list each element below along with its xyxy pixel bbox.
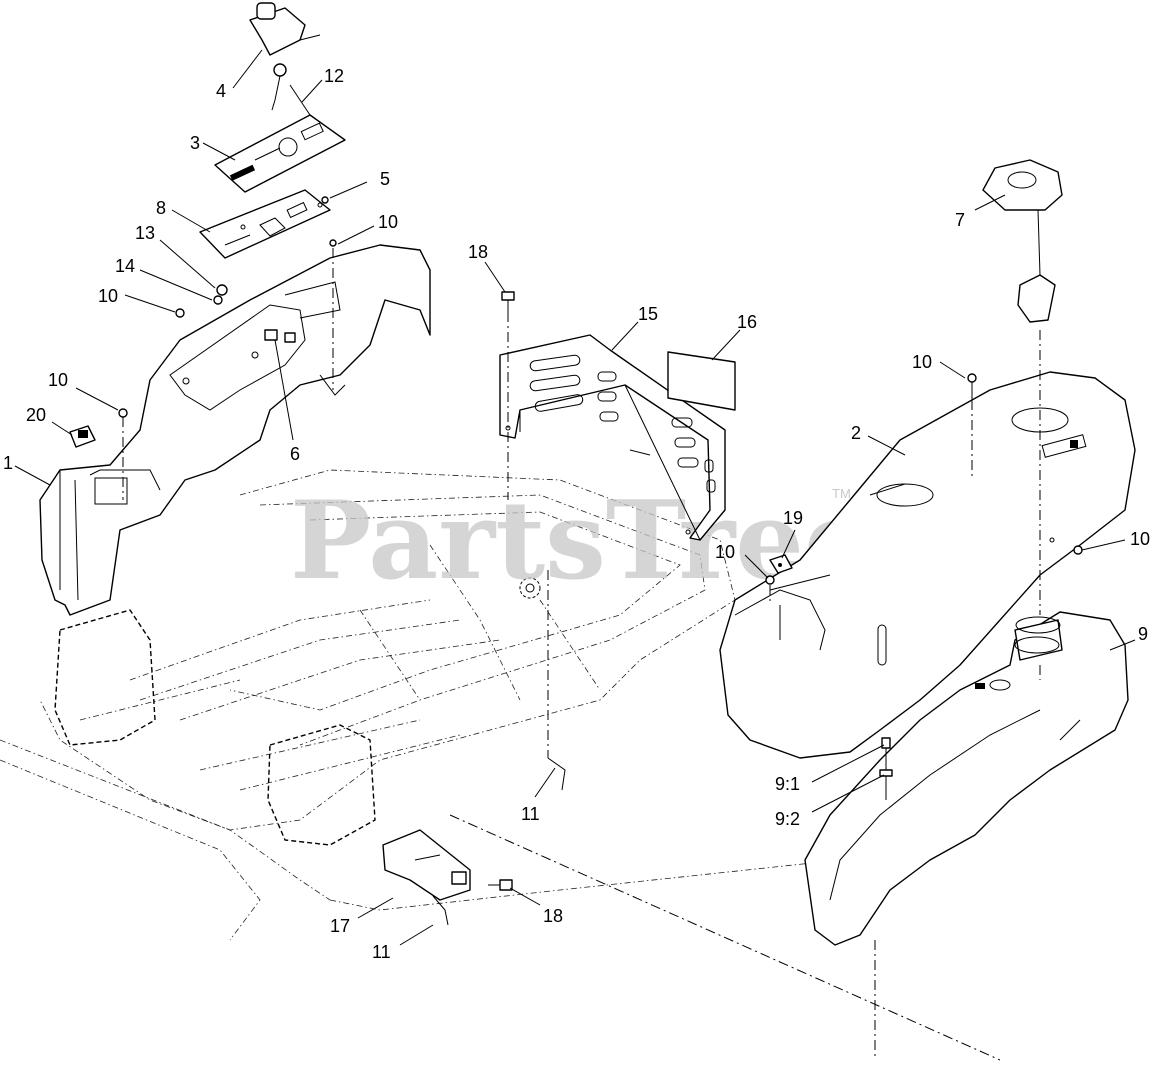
part-2-fender: [719, 371, 1136, 759]
callout-1: 1: [3, 453, 13, 473]
part-20-clip: [69, 425, 96, 448]
callout-12: 12: [324, 66, 344, 86]
assembly-lines: [122, 248, 1041, 1061]
callout-5: 5: [380, 169, 390, 189]
callout-10-center: 10: [715, 542, 735, 562]
part-7-fuel-cap: [982, 159, 1063, 323]
callout-3: 3: [190, 133, 200, 153]
part-8-plate: [199, 189, 331, 259]
part-15-seat-plate: [499, 334, 726, 541]
callout-labels: 4 12 3 5 8 10 13 14 10 10 20 1 6 18 15 1…: [3, 66, 1150, 962]
callout-10-left: 10: [98, 286, 118, 306]
callout-9: 9: [1138, 624, 1148, 644]
callout-6: 6: [290, 444, 300, 464]
callout-2: 2: [851, 423, 861, 443]
part-13-14-fasteners: [213, 284, 228, 305]
callout-13: 13: [135, 223, 155, 243]
part-3-decal: [214, 114, 346, 193]
callout-11-center: 11: [521, 804, 540, 824]
part-18-bolt-top: [501, 291, 515, 312]
part-5-screw: [321, 196, 329, 204]
callout-10-right: 10: [1130, 529, 1150, 549]
callout-17: 17: [330, 916, 350, 936]
callout-20: 20: [26, 405, 46, 425]
callout-9-2: 9:2: [775, 809, 800, 829]
part-12-rod: [289, 84, 311, 116]
part-6-switch: [264, 329, 296, 343]
callout-8: 8: [156, 198, 166, 218]
part-17-bracket: [382, 829, 471, 901]
callout-10-lower-left: 10: [48, 370, 68, 390]
callout-9-1: 9:1: [775, 774, 800, 794]
console-screws: [118, 239, 337, 418]
part-18-bolt-bottom: [488, 879, 513, 891]
part-19-clip: [769, 554, 793, 574]
part-11-hoses: [432, 757, 566, 926]
chassis-frame: [0, 469, 841, 941]
part-9-fuel-tank: [804, 611, 1129, 946]
leader-lines: [14, 49, 1136, 946]
callout-15: 15: [638, 304, 658, 324]
callout-10-right-top: 10: [912, 352, 932, 372]
callout-7: 7: [955, 210, 965, 230]
part-9-fittings: [879, 737, 893, 800]
part-4-knob: [249, 2, 321, 111]
callout-18-bottom: 18: [543, 906, 563, 926]
watermark-trademark: TM: [832, 486, 851, 501]
callout-11-bottom: 11: [372, 942, 391, 962]
callout-19: 19: [783, 508, 803, 528]
callout-18-top: 18: [468, 242, 488, 262]
callout-4: 4: [216, 81, 226, 101]
callout-14: 14: [115, 256, 135, 276]
callout-16: 16: [737, 312, 757, 332]
callout-10-top: 10: [378, 212, 398, 232]
